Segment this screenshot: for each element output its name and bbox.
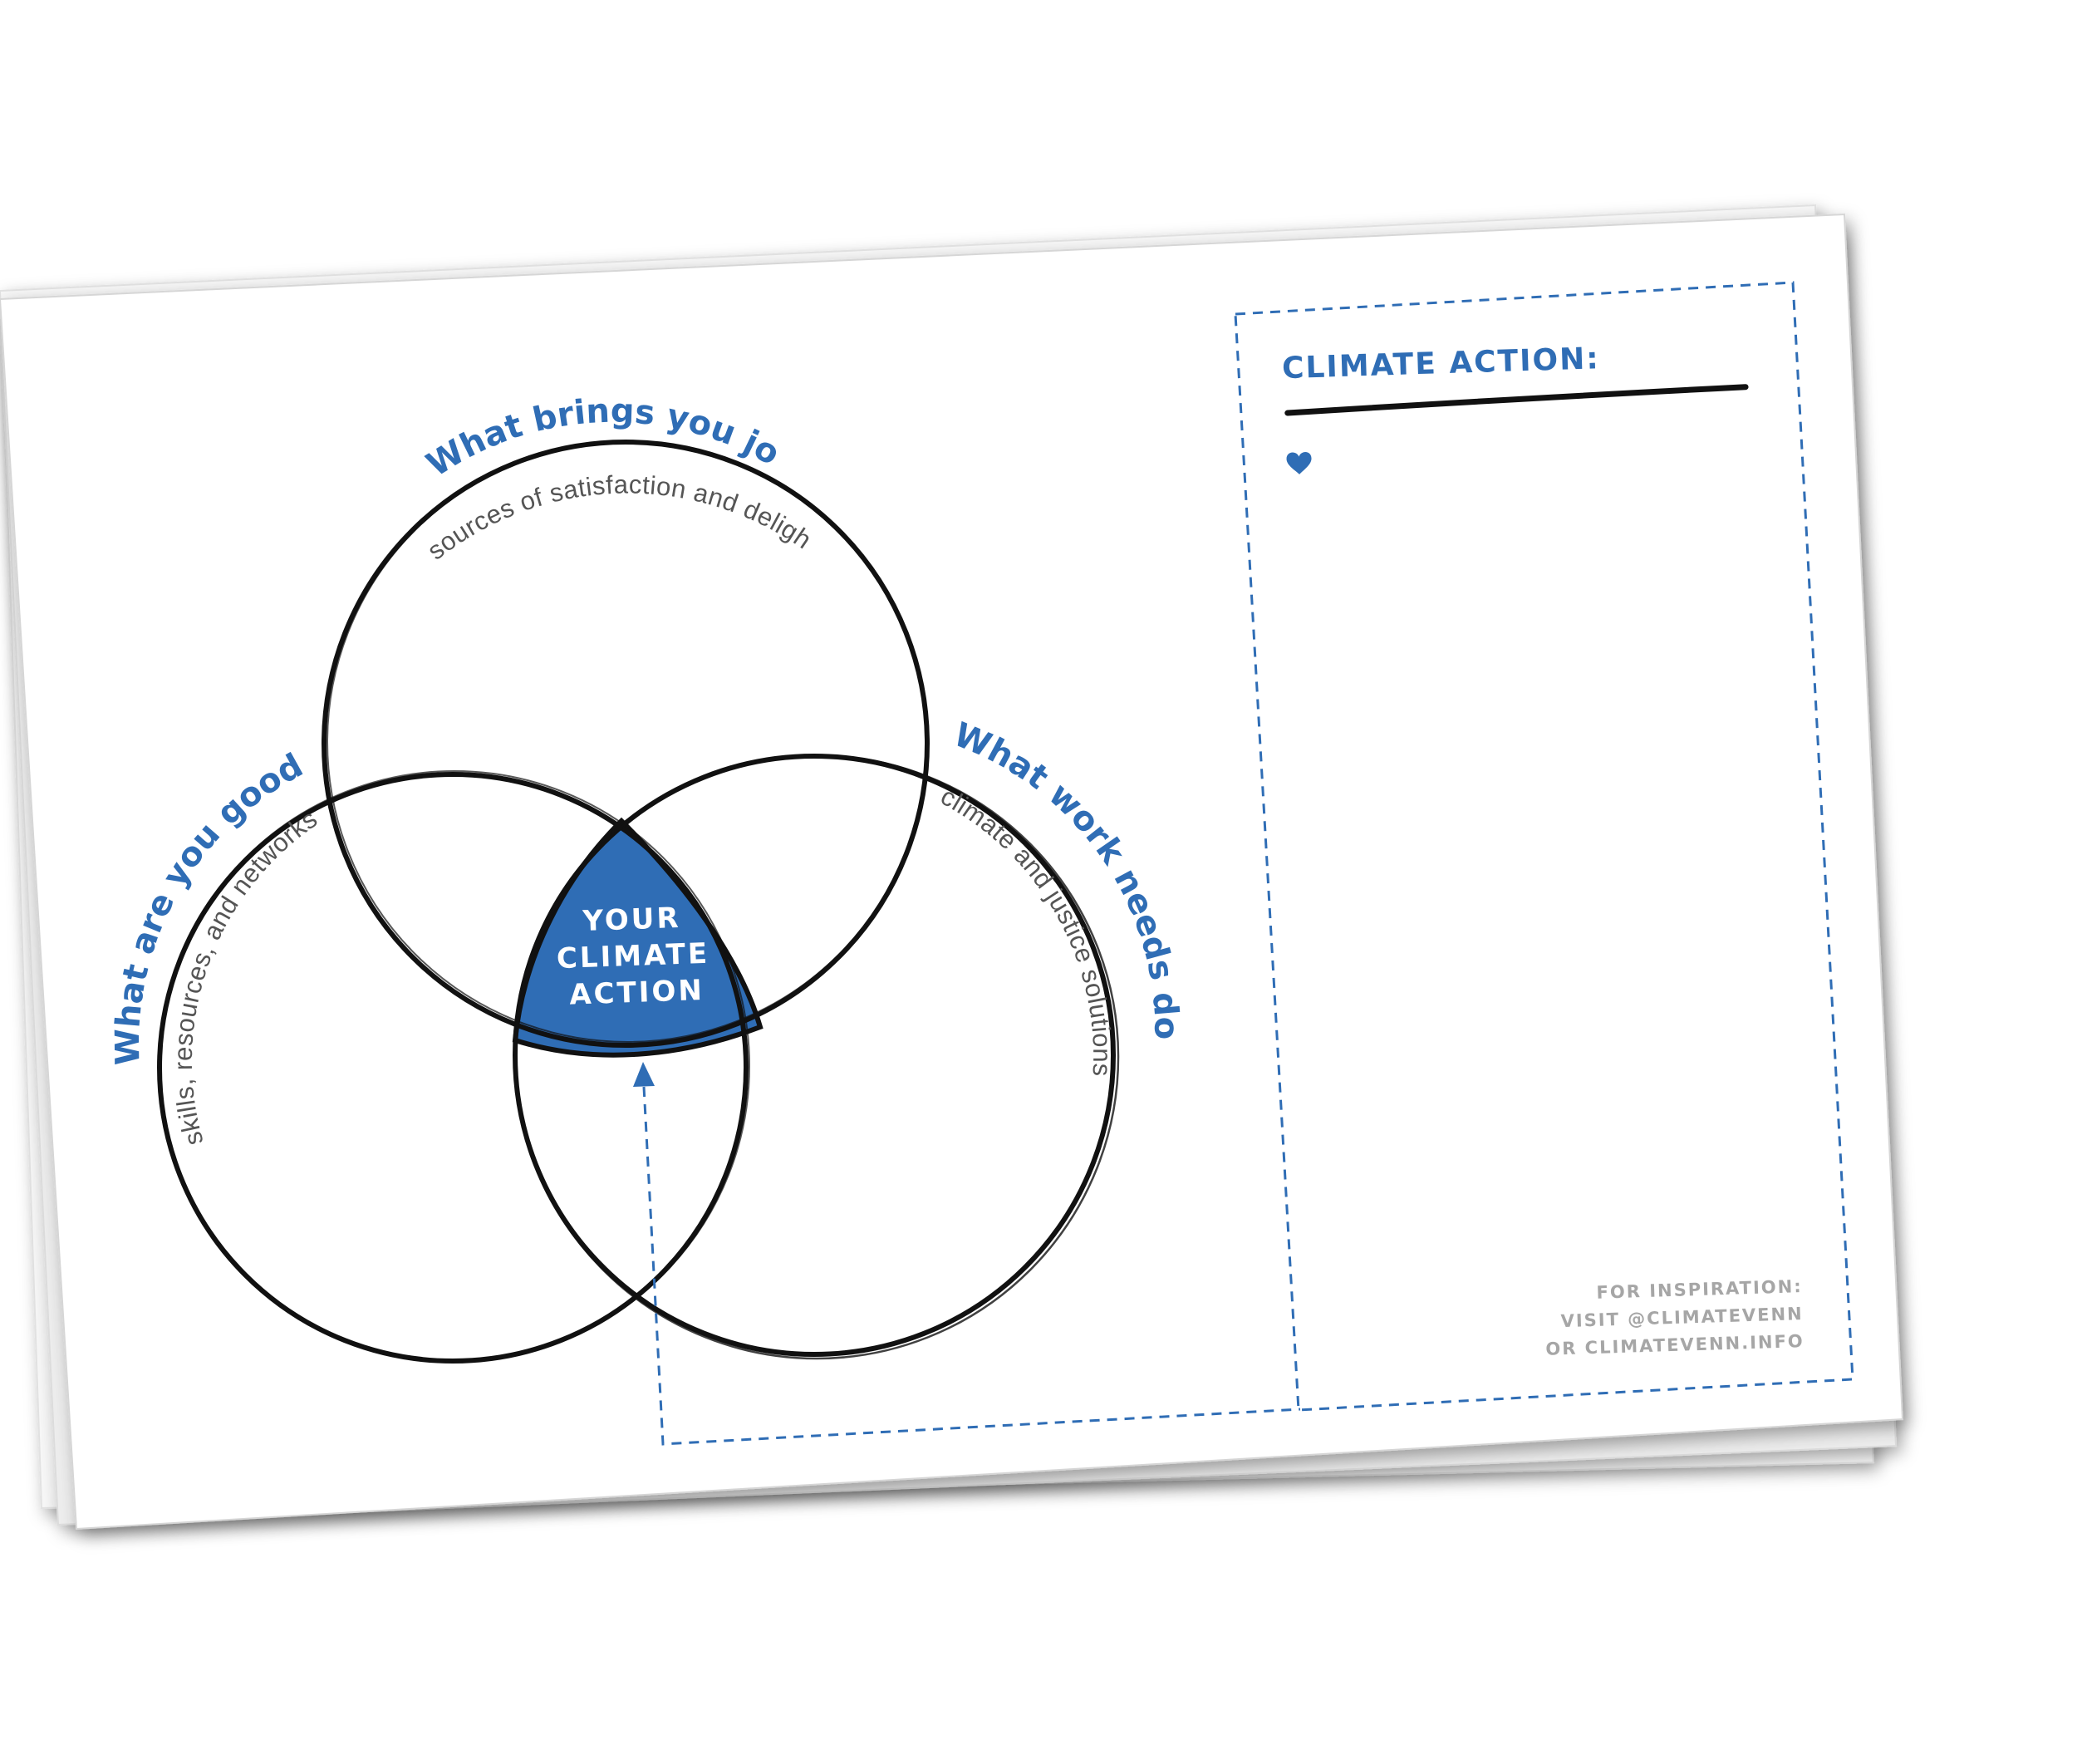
venn-circles: [157, 440, 1120, 1364]
center-line-1: YOUR: [582, 902, 681, 938]
circle-good-at-rough: [159, 770, 750, 1362]
heart-icon: [1286, 452, 1312, 474]
main-card: [0, 213, 1904, 1531]
connector-arrowhead: [633, 1062, 655, 1087]
circle-work-rough: [513, 754, 1120, 1360]
center-line-2: CLIMATE: [556, 937, 710, 975]
climate-action-panel: [1234, 281, 1854, 1412]
panel-title-underline: [1284, 384, 1749, 416]
dashed-connector: [642, 1086, 1301, 1446]
circle-joy-rough: [327, 441, 928, 1043]
center-label: YOUR CLIMATE ACTION: [556, 902, 710, 1012]
center-line-3: ACTION: [569, 974, 705, 1012]
